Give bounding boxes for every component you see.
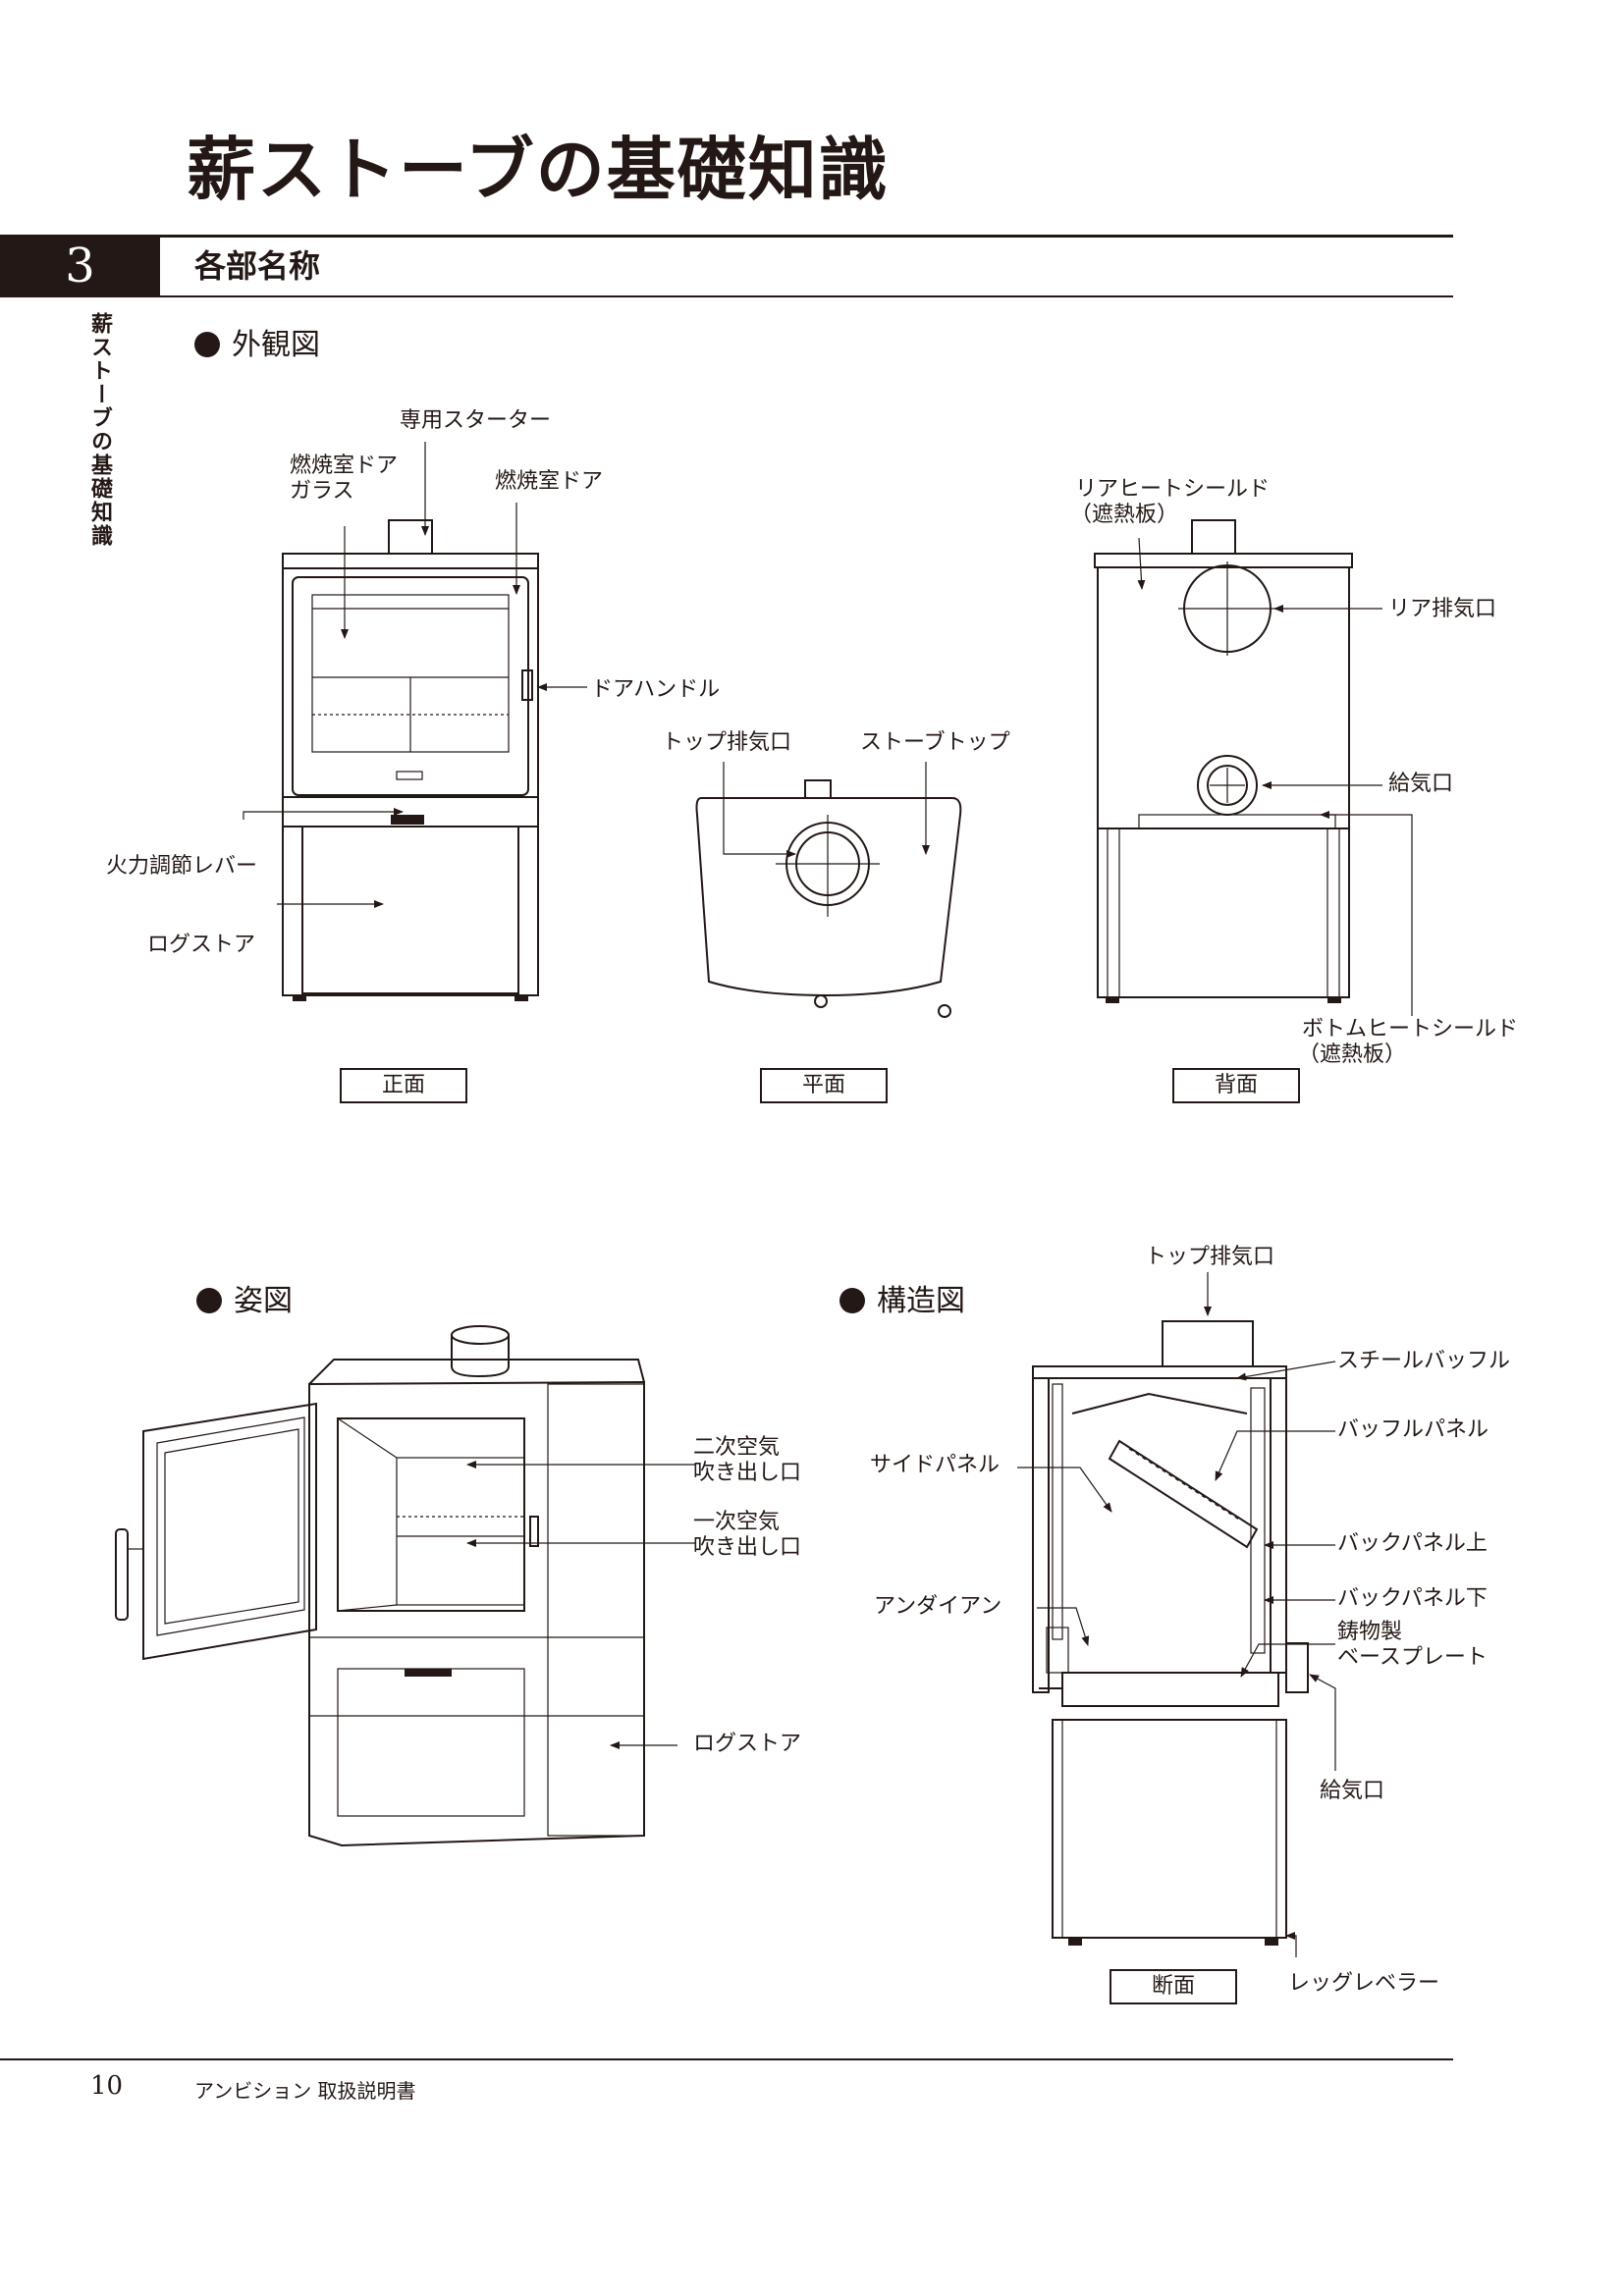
label-andiron: アンダイアン	[874, 1594, 1002, 1619]
footer-divider	[0, 2058, 1453, 2060]
bullet-icon	[196, 1288, 222, 1313]
side-tab: 薪ストーブの基礎知識	[87, 312, 113, 548]
bullet-icon	[839, 1288, 865, 1313]
perspective-heading: 姿図	[196, 1282, 293, 1321]
section-title: 各部名称	[194, 247, 321, 285]
perspective-heading-text: 姿図	[234, 1284, 293, 1318]
label-back-panel-upper: バックパネル上	[1337, 1531, 1488, 1556]
label-steel-baffle: スチールバッフル	[1337, 1349, 1511, 1373]
label-base-plate-2: ベースプレート	[1337, 1645, 1488, 1670]
label-stove-top: ストーブトップ	[860, 730, 1010, 755]
label-top-exhaust: トップ排気口	[662, 730, 792, 755]
section-number: 3	[0, 235, 160, 297]
front-view-drawing	[243, 442, 587, 1001]
perspective-drawing	[115, 1325, 695, 1847]
label-top-exhaust-section: トップ排気口	[1145, 1245, 1275, 1269]
top-view-drawing	[695, 762, 962, 1018]
caption-top: 平面	[760, 1068, 888, 1103]
label-starter: 専用スターター	[400, 408, 552, 433]
footer-text: アンビション 取扱説明書	[194, 2079, 416, 2103]
exterior-heading: 外観図	[194, 326, 320, 365]
label-air-inlet-section: 給気口	[1320, 1779, 1385, 1803]
label-rear-exhaust: リア排気口	[1388, 597, 1497, 621]
label-side-panel: サイドパネル	[870, 1453, 1001, 1477]
label-baffle-panel: バッフルパネル	[1337, 1417, 1489, 1442]
page-number: 10	[90, 2071, 124, 2101]
section-divider-bottom	[0, 295, 1453, 297]
back-view-drawing	[1094, 519, 1413, 1016]
label-air-inlet: 給気口	[1388, 772, 1454, 796]
label-logstore: ログストア	[147, 933, 256, 957]
label-rear-shield-2: （遮熱板）	[1070, 503, 1179, 527]
label-door-glass-1: 燃焼室ドア	[290, 454, 399, 478]
structure-heading-text: 構造図	[877, 1284, 965, 1318]
label-bottom-shield-1: ボトムヒートシールド	[1302, 1017, 1519, 1041]
label-bottom-shield-2: （遮熱板）	[1298, 1042, 1407, 1067]
section-divider-top	[160, 235, 1453, 238]
caption-section: 断面	[1110, 1969, 1237, 2004]
label-leveller: レッグレベラー	[1288, 1971, 1440, 1996]
label-door-handle: ドアハンドル	[591, 677, 721, 702]
label-primary-air-2: 吹き出し口	[693, 1535, 802, 1560]
label-rear-shield-1: リアヒートシールド	[1075, 477, 1271, 502]
label-door-glass-2: ガラス	[290, 479, 354, 504]
bullet-icon	[194, 332, 220, 357]
label-base-plate-1: 鋳物製	[1337, 1620, 1403, 1644]
label-secondary-air-2: 吹き出し口	[693, 1461, 802, 1485]
label-lever: 火力調節レバー	[106, 854, 258, 879]
page-title: 薪ストーブの基礎知識	[187, 129, 890, 210]
label-door: 燃焼室ドア	[495, 469, 604, 494]
label-logstore-perspective: ログストア	[693, 1732, 802, 1756]
caption-front: 正面	[340, 1068, 467, 1103]
label-primary-air-1: 一次空気	[693, 1510, 781, 1534]
exterior-heading-text: 外観図	[232, 328, 320, 362]
section-drawing	[1017, 1272, 1336, 1957]
label-back-panel-lower: バックパネル下	[1337, 1586, 1488, 1611]
caption-back: 背面	[1172, 1068, 1300, 1103]
structure-heading: 構造図	[839, 1282, 965, 1321]
label-secondary-air-1: 二次空気	[693, 1435, 781, 1460]
